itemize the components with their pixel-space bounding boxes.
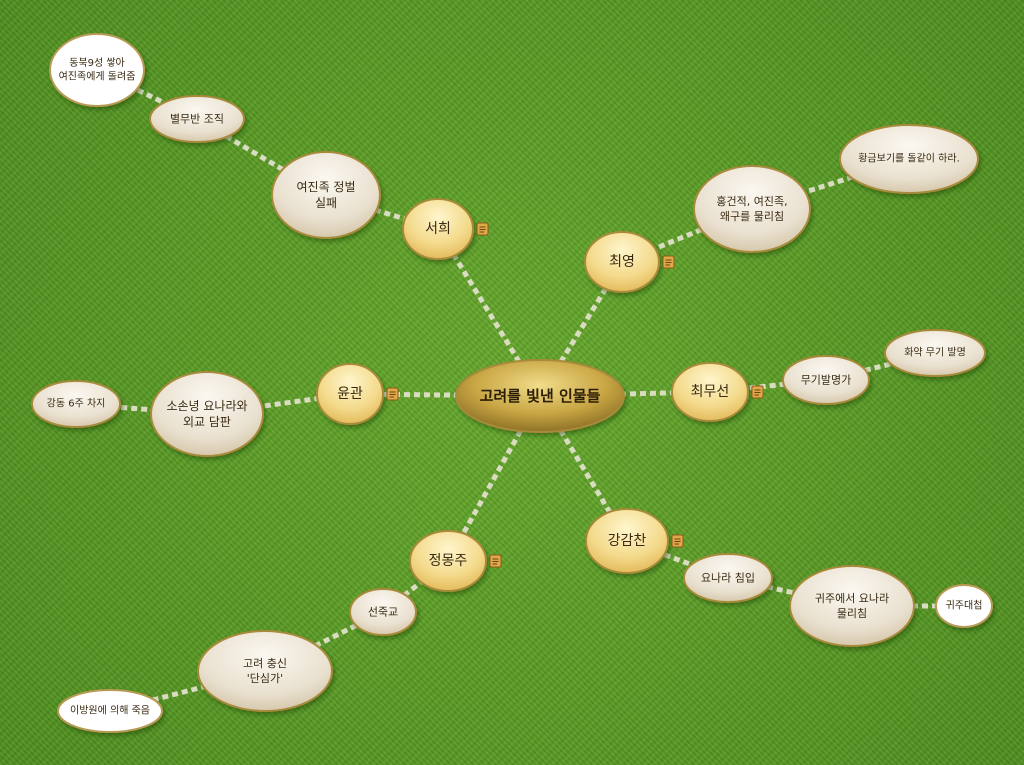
subtopic-choiyoung-1[interactable]: 홍건적, 여진족,왜구를 물리침 — [693, 165, 811, 253]
connector-choiyoung-2 — [751, 156, 910, 212]
subtopic-choimuseon-2-shape — [884, 329, 986, 377]
subtopic-jeongmongju-1-shape — [349, 588, 417, 636]
note-icon[interactable] — [386, 387, 399, 401]
subtopic-seohui-2-shape — [149, 95, 245, 143]
subtopic-gangamchan-1-shape — [683, 553, 773, 603]
note-icon[interactable] — [671, 534, 684, 548]
subtopic-choiyoung-2-shape — [839, 124, 979, 194]
subtopic-yungwan-1-shape — [150, 371, 264, 457]
subtopic-jeongmongju-3-shape — [57, 689, 163, 733]
subtopic-gangamchan-3-shape — [935, 584, 993, 628]
topic-choimuseon[interactable]: 최무선 — [671, 362, 764, 422]
subtopic-choimuseon-2[interactable]: 화약 무기 발명 — [884, 329, 986, 377]
topic-jeongmongju[interactable]: 정몽주 — [409, 530, 502, 592]
subtopic-gangamchan-2-shape — [789, 565, 915, 647]
note-icon[interactable] — [751, 385, 764, 399]
topic-choiyoung-shape — [584, 231, 660, 293]
subtopic-choimuseon-1-shape — [782, 355, 870, 405]
topic-choimuseon-shape — [671, 362, 749, 422]
note-icon[interactable] — [476, 222, 489, 236]
topic-gangamchan-shape — [585, 508, 669, 574]
subtopic-gangamchan-3[interactable]: 귀주대첩 — [935, 584, 993, 628]
subtopic-yungwan-2-shape — [31, 380, 121, 428]
subtopic-seohui-2[interactable]: 별무반 조직 — [149, 95, 245, 143]
topic-yungwan-shape — [316, 363, 384, 425]
topic-jeongmongju-shape — [409, 530, 487, 592]
subtopic-choimuseon-1[interactable]: 무기발명가 — [782, 355, 870, 405]
central-topic-shape — [455, 359, 625, 433]
topic-gangamchan[interactable]: 강감찬 — [585, 508, 684, 574]
topic-choiyoung[interactable]: 최영 — [584, 231, 675, 293]
topic-seohui-shape — [402, 198, 474, 260]
note-icon[interactable] — [489, 554, 502, 568]
connector-gangamchan-1 — [626, 538, 729, 581]
topic-seohui[interactable]: 서희 — [402, 198, 489, 260]
subtopic-gangamchan-1[interactable]: 요나라 침입 — [683, 553, 773, 603]
subtopic-choiyoung-2[interactable]: 황금보기를 돌같이 하라. — [839, 124, 979, 194]
subtopic-jeongmongju-2[interactable]: 고려 충신'단심가' — [197, 630, 333, 712]
central-topic[interactable]: 고려를 빛낸 인물들 — [455, 359, 625, 433]
subtopic-jeongmongju-1[interactable]: 선죽교 — [349, 588, 417, 636]
note-icon[interactable] — [662, 255, 675, 269]
subtopic-choiyoung-1-shape — [693, 165, 811, 253]
subtopic-jeongmongju-3[interactable]: 이방원에 의해 죽음 — [57, 689, 163, 733]
subtopic-yungwan-2[interactable]: 강동 6주 차지 — [31, 380, 121, 428]
subtopic-seohui-3-shape — [49, 33, 145, 107]
subtopic-jeongmongju-2-shape — [197, 630, 333, 712]
subtopic-seohui-1-shape — [271, 151, 381, 239]
